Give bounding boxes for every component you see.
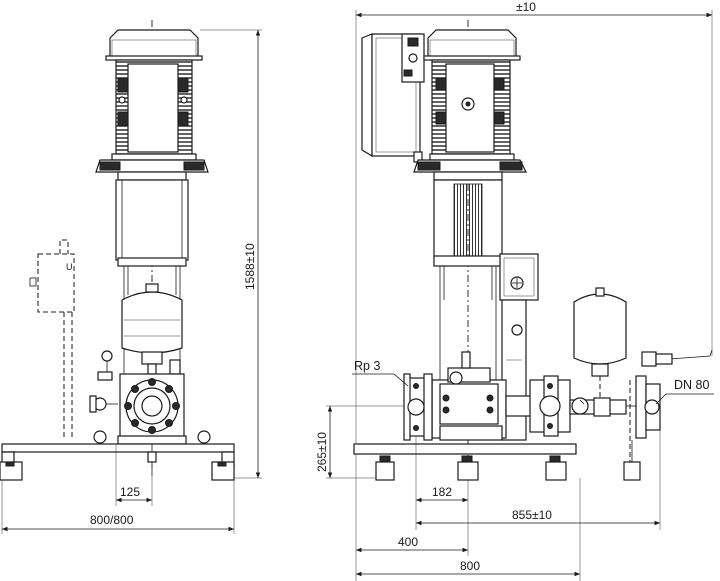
left-pump-body — [93, 373, 211, 445]
right-motor — [413, 29, 527, 173]
left-lantern — [115, 179, 189, 380]
total-height-label: 1588±10 — [243, 243, 257, 290]
left-motor — [95, 29, 209, 181]
right-expansion-tank — [573, 287, 631, 470]
right-outlet-piping — [505, 349, 713, 439]
left-base-frame — [0, 443, 235, 481]
dim-400: 400 — [356, 504, 469, 556]
dim-total-height: 1588±10 — [200, 29, 262, 479]
right-view: ±10 — [315, 0, 714, 581]
base-height-label: 265±10 — [315, 432, 329, 472]
outlet-flange-label: DN 80 — [674, 378, 709, 392]
right-pump-body — [431, 351, 507, 441]
dim-800: 800 — [356, 478, 581, 581]
right-control-box — [361, 33, 425, 163]
outlet-flange-callout: DN 80 — [655, 378, 714, 405]
offset-182-label: 182 — [432, 485, 452, 499]
width-400-label: 400 — [398, 535, 418, 549]
top-tolerance-label: ±10 — [516, 0, 536, 14]
dim-left-base-width: 800/800 — [1, 480, 235, 534]
right-base-frame — [353, 440, 641, 481]
width-800-label: 800 — [460, 559, 480, 573]
left-view: U 1588±10 125 — [0, 20, 262, 534]
left-offset-label: 125 — [120, 485, 140, 499]
right-inlet-flange — [403, 373, 433, 441]
right-lantern — [433, 171, 503, 390]
left-base-width-label: 800/800 — [90, 513, 134, 527]
dim-left-offset: 125 — [115, 444, 153, 506]
dim-855: 855±10 — [416, 430, 661, 530]
left-pump-stages — [121, 283, 183, 375]
inlet-thread-callout: Rp 3 — [352, 359, 409, 387]
inlet-thread-label: Rp 3 — [354, 359, 380, 373]
left-control-box-outline: U — [29, 239, 75, 440]
dim-top: ±10 — [355, 0, 713, 581]
length-855-label: 855±10 — [512, 508, 552, 522]
svg-text:U: U — [66, 262, 73, 272]
left-fittings — [89, 350, 181, 413]
dim-base-height: 265±10 — [315, 405, 404, 479]
dim-182: 182 — [415, 436, 469, 530]
